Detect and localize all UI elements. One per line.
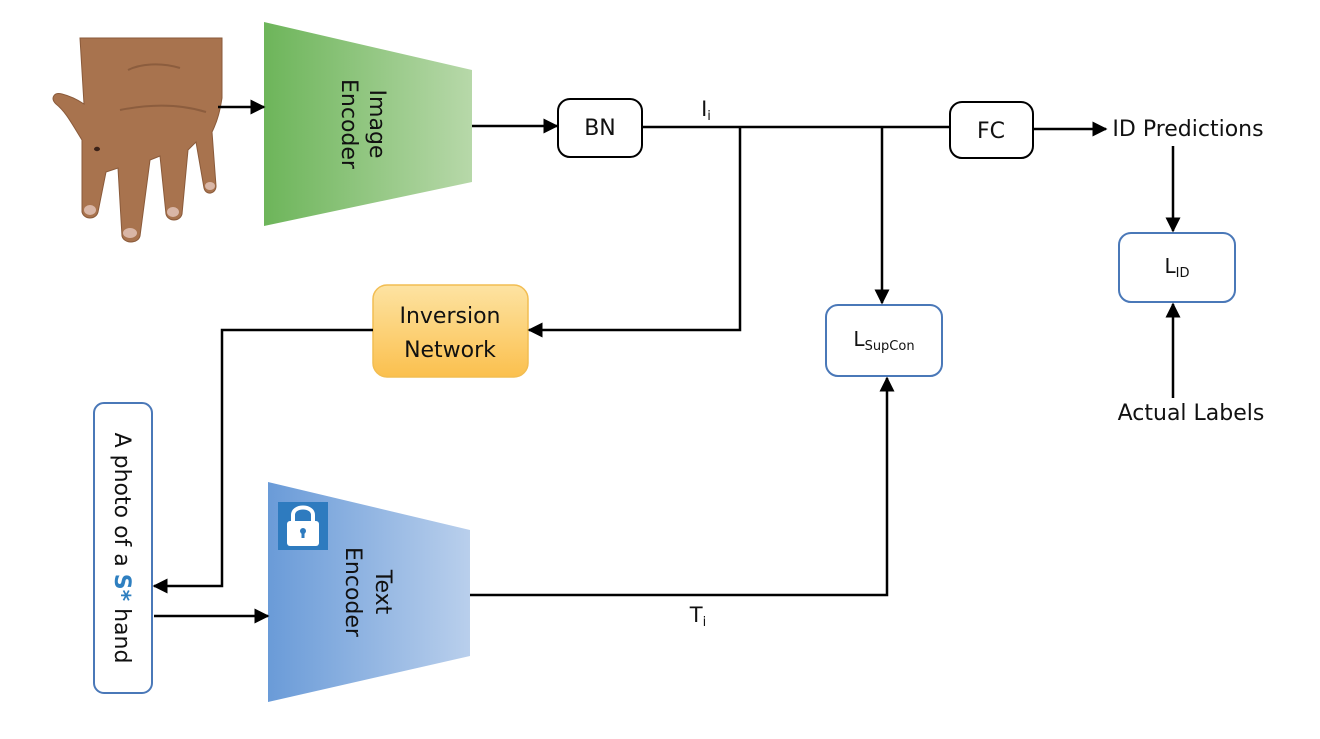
loss-id-main: L — [1164, 254, 1176, 278]
fc-label: FC — [977, 119, 1005, 144]
text-encoder-label-line2: Encoder — [340, 547, 365, 638]
feature-image-main: I — [701, 97, 707, 121]
arrow-text-encoder-to-supcon — [470, 376, 895, 597]
prompt-text-before: A photo of a — [109, 433, 134, 574]
prompt-box — [93, 402, 153, 694]
feature-text-sub: i — [703, 615, 707, 630]
feature-text-main: T — [689, 603, 703, 627]
inversion-network-box — [372, 284, 529, 378]
feature-image-sub: i — [707, 109, 711, 124]
loss-supcon-main: L — [853, 327, 865, 351]
inversion-network-label-line1: Inversion — [399, 304, 500, 329]
lock-icon — [278, 502, 328, 550]
loss-id-box — [1118, 232, 1236, 303]
image-encoder-label-line2: Encoder — [336, 79, 361, 170]
actual-labels-label: Actual Labels — [1118, 401, 1265, 426]
loss-id-label: LID — [1164, 254, 1189, 281]
feature-text-label: Ti — [689, 603, 706, 630]
loss-id-sub: ID — [1176, 266, 1190, 281]
loss-supcon-label: LSupCon — [853, 327, 914, 354]
prompt-text: A photo of a S* hand — [109, 433, 134, 664]
image-encoder-label-line1: Image — [364, 90, 389, 159]
image-encoder-shape — [264, 22, 472, 226]
loss-supcon-box — [825, 304, 943, 377]
prompt-token: S* — [109, 574, 134, 602]
bn-label: BN — [584, 116, 616, 141]
loss-supcon-sub: SupCon — [865, 339, 915, 354]
id-predictions-label: ID Predictions — [1112, 117, 1263, 142]
inversion-network-label-line2: Network — [404, 338, 496, 363]
text-encoder-label-line1: Text — [370, 569, 395, 615]
arrow-inversion-to-prompt — [152, 328, 373, 594]
hand-photo — [52, 37, 223, 243]
prompt-text-after: hand — [109, 601, 134, 663]
arrow-feature-to-inversion — [527, 127, 742, 338]
feature-image-label: Ii — [701, 97, 711, 124]
